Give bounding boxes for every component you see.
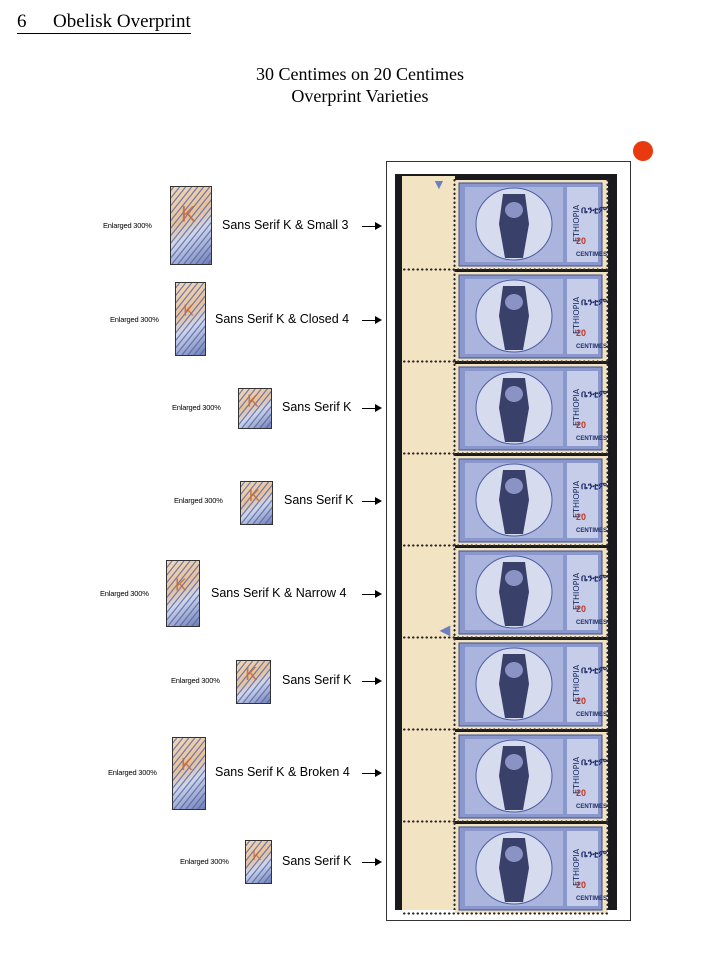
pointer-arrow [362,677,382,685]
amharic-inscription: ቤንቲም [581,297,608,307]
pointer-arrow [362,316,382,324]
stamp-value: 20 [576,604,587,614]
stamp-denomination: CENTIMES [576,804,608,810]
section-number: 6 [17,11,27,32]
svg-text:ETHIOPIA: ETHIOPIA [572,388,581,426]
section-header: 6 Obelisk Overprint [17,12,191,34]
enlarged-note: Enlarged 300% [103,221,152,230]
variety-label: Sans Serif K & Narrow 4 [211,586,347,600]
page-title-line-2: Overprint Varieties [291,86,429,106]
amharic-inscription: ቤንቲም [581,389,608,399]
pointer-arrow [362,497,382,505]
sheet-selvage [402,176,455,910]
variety-label: Sans Serif K & Broken 4 [215,765,350,779]
svg-text:K: K [181,202,196,227]
perforation-row [402,360,608,363]
amharic-inscription: ቤንቲም [581,481,608,491]
enlarged-note: Enlarged 300% [180,857,229,866]
stamp-value: 20 [576,880,587,890]
perforation-row [402,452,608,455]
stamp-value: 20 [576,788,587,798]
enlarged-note: Enlarged 300% [100,589,149,598]
margin-arrow-center: ◄ [436,620,454,640]
perforation-row [402,820,608,823]
enlarged-overprint-image: K [245,840,272,884]
enlarged-note: Enlarged 300% [108,768,157,777]
enlarged-note: Enlarged 300% [110,315,159,324]
perforation-row [402,544,608,547]
perforation-right [606,178,609,910]
svg-text:K: K [181,754,193,774]
variety-label: Sans Serif K [282,673,352,687]
enlarged-note: Enlarged 300% [172,403,221,412]
stamp: ETHIOPIA ቤንቲም 20 CENTIMES [455,548,608,637]
amharic-inscription: ቤንቲም [581,665,608,675]
variety-label: Sans Serif K & Small 3 [222,218,349,232]
red-marker-dot [633,141,653,161]
stamp-value: 20 [576,236,587,246]
stamp: ETHIOPIA ቤንቲም 20 CENTIMES [455,180,608,269]
page-title-line-1: 30 Centimes on 20 Centimes [256,64,464,84]
perforation-left [453,178,456,910]
svg-text:K: K [175,574,187,594]
pointer-arrow [362,858,382,866]
svg-text:K: K [249,486,261,505]
perforation-row [402,728,608,731]
stamp-value: 20 [576,696,587,706]
enlarged-overprint-image: K [240,481,273,525]
stamp-denomination: CENTIMES [576,712,608,718]
svg-text:K: K [245,664,257,684]
enlarged-overprint-image: K [238,388,272,429]
pointer-arrow [362,404,382,412]
variety-label: Sans Serif K [282,400,352,414]
section-title: Obelisk Overprint [53,11,191,32]
enlarged-overprint-image: K [166,560,200,627]
svg-text:K: K [252,848,262,863]
enlarged-note: Enlarged 300% [171,676,220,685]
svg-text:K: K [247,391,259,411]
variety-label: Sans Serif K [282,854,352,868]
stamp: ETHIOPIA ቤንቲም 20 CENTIMES [455,364,608,453]
variety-label: Sans Serif K [284,493,354,507]
enlarged-overprint-image: K [175,282,206,356]
svg-text:ETHIOPIA: ETHIOPIA [572,480,581,518]
amharic-inscription: ቤንቲም [581,573,608,583]
enlarged-overprint-image: K [172,737,206,810]
stamp: ETHIOPIA ቤንቲም 20 CENTIMES [455,824,608,913]
svg-text:ETHIOPIA: ETHIOPIA [572,204,581,242]
enlarged-note: Enlarged 300% [174,496,223,505]
svg-text:ETHIOPIA: ETHIOPIA [572,296,581,334]
svg-text:ETHIOPIA: ETHIOPIA [572,848,581,886]
stamp-value: 20 [576,328,587,338]
stamp-denomination: CENTIMES [576,436,608,442]
stamp: ETHIOPIA ቤንቲም 20 CENTIMES [455,732,608,821]
stamp-denomination: CENTIMES [576,528,608,534]
pointer-arrow [362,769,382,777]
variety-label: Sans Serif K & Closed 4 [215,312,350,326]
enlarged-overprint-image: K [170,186,212,265]
amharic-inscription: ቤንቲም [581,849,608,859]
svg-text:ETHIOPIA: ETHIOPIA [572,756,581,794]
stamp-denomination: CENTIMES [576,896,608,902]
stamp-value: 20 [576,512,587,522]
svg-text:ETHIOPIA: ETHIOPIA [572,572,581,610]
pointer-arrow [362,222,382,230]
perforation-row [402,268,608,271]
stamp: ETHIOPIA ቤንቲም 20 CENTIMES [455,456,608,545]
stamp-value: 20 [576,420,587,430]
stamp: ETHIOPIA ቤንቲም 20 CENTIMES [455,272,608,361]
pointer-arrow [362,590,382,598]
stamp: ETHIOPIA ቤንቲም 20 CENTIMES [455,640,608,729]
stamp-denomination: CENTIMES [576,344,608,350]
svg-text:ETHIOPIA: ETHIOPIA [572,664,581,702]
perforation-row [402,636,608,639]
stamp-denomination: CENTIMES [576,620,608,626]
stamp-denomination: CENTIMES [576,252,608,258]
amharic-inscription: ቤንቲም [581,757,608,767]
perforation-row [402,912,608,915]
enlarged-overprint-image: K [236,660,271,704]
svg-text:K: K [183,302,194,319]
margin-arrow-top: ▼ [432,176,446,192]
amharic-inscription: ቤንቲም [581,205,608,215]
